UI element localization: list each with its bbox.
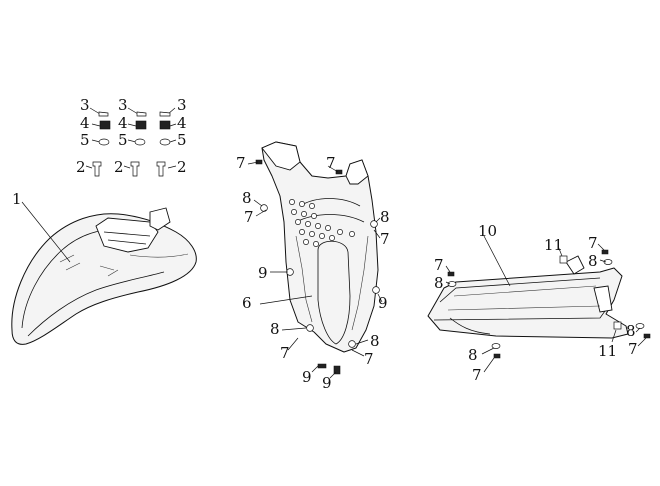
callout-9-d: 9 xyxy=(322,374,332,392)
clip-hardware xyxy=(89,107,176,117)
spring-nut-hardware xyxy=(91,120,177,130)
callout-8-g: 8 xyxy=(626,322,636,340)
callout-3-b: 3 xyxy=(118,96,128,114)
callout-4-c: 4 xyxy=(177,114,187,132)
callout-3-c: 3 xyxy=(177,96,187,114)
callout-11-b: 11 xyxy=(598,342,617,360)
callout-4-a: 4 xyxy=(80,114,90,132)
callout-5-b: 5 xyxy=(118,131,128,149)
callout-7-c: 7 xyxy=(244,208,254,226)
callout-3-a: 3 xyxy=(80,96,90,114)
washer-hardware xyxy=(91,138,177,146)
callout-8-c: 8 xyxy=(270,320,280,338)
callout-7-j: 7 xyxy=(472,366,482,384)
callout-8-a: 8 xyxy=(242,189,252,207)
callout-7-f: 7 xyxy=(364,350,374,368)
callout-4-b: 4 xyxy=(118,114,128,132)
callout-2-c: 2 xyxy=(177,158,187,176)
callout-8-d: 8 xyxy=(370,332,380,350)
callout-5-c: 5 xyxy=(177,131,187,149)
callout-7-e: 7 xyxy=(280,344,290,362)
callout-5-a: 5 xyxy=(80,131,90,149)
callout-7-i: 7 xyxy=(628,340,638,358)
callout-7-g: 7 xyxy=(588,234,598,252)
front-fender-part xyxy=(11,207,197,345)
callout-9-c: 9 xyxy=(302,368,312,386)
vent-holes xyxy=(289,199,355,247)
callout-7-b: 7 xyxy=(326,154,336,172)
callout-11-a: 11 xyxy=(544,236,563,254)
callout-6: 6 xyxy=(242,294,252,312)
callout-8-f: 8 xyxy=(434,274,444,292)
side-cover-part xyxy=(427,249,651,359)
callout-8-h: 8 xyxy=(468,346,478,364)
callout-8-e: 8 xyxy=(588,252,598,270)
callout-1: 1 xyxy=(12,190,22,208)
callout-2-b: 2 xyxy=(114,158,124,176)
callout-2-a: 2 xyxy=(76,158,86,176)
hardware-group-top-left xyxy=(85,107,177,177)
callout-7-d: 7 xyxy=(380,230,390,248)
inner-fender-part xyxy=(255,141,380,375)
leader-lines xyxy=(21,161,647,379)
callout-labels: 1 3 3 3 4 4 4 5 5 5 2 2 2 7 7 8 7 8 7 9 … xyxy=(12,96,638,392)
callout-7-a: 7 xyxy=(236,154,246,172)
bolt-hardware xyxy=(85,161,177,177)
callout-9-a: 9 xyxy=(258,264,268,282)
callout-8-b: 8 xyxy=(380,208,390,226)
callout-9-b: 9 xyxy=(378,294,388,312)
callout-7-h: 7 xyxy=(434,256,444,274)
callout-10: 10 xyxy=(478,222,497,240)
